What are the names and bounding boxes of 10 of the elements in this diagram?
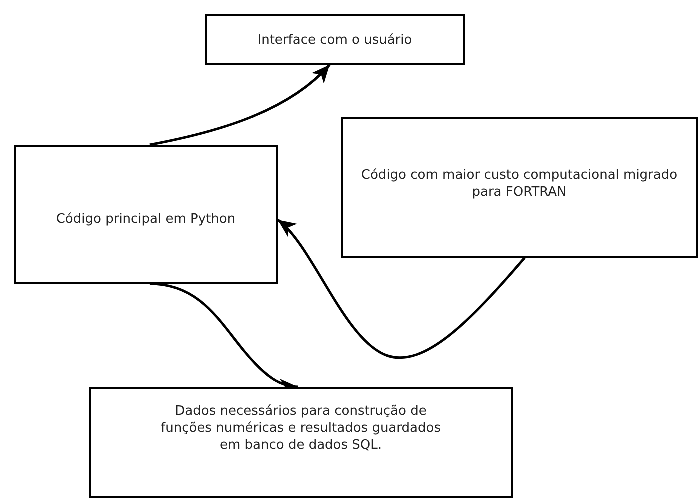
box-text: Interface com o usuário — [258, 32, 412, 49]
process-box — [89, 387, 513, 498]
box-text: Dados necessários para construção de funções numéricas e resultados guardados em banco de dados SQL. — [160, 403, 442, 454]
process-box — [341, 117, 698, 258]
box-text: Código com maior custo computacional migrado para FORTRAN — [360, 167, 679, 201]
process-box — [14, 145, 278, 284]
process-box — [205, 14, 465, 65]
curved-arrow — [277, 219, 526, 359]
curved-arrow — [150, 64, 331, 146]
box-text: Código principal em Python — [56, 211, 236, 228]
